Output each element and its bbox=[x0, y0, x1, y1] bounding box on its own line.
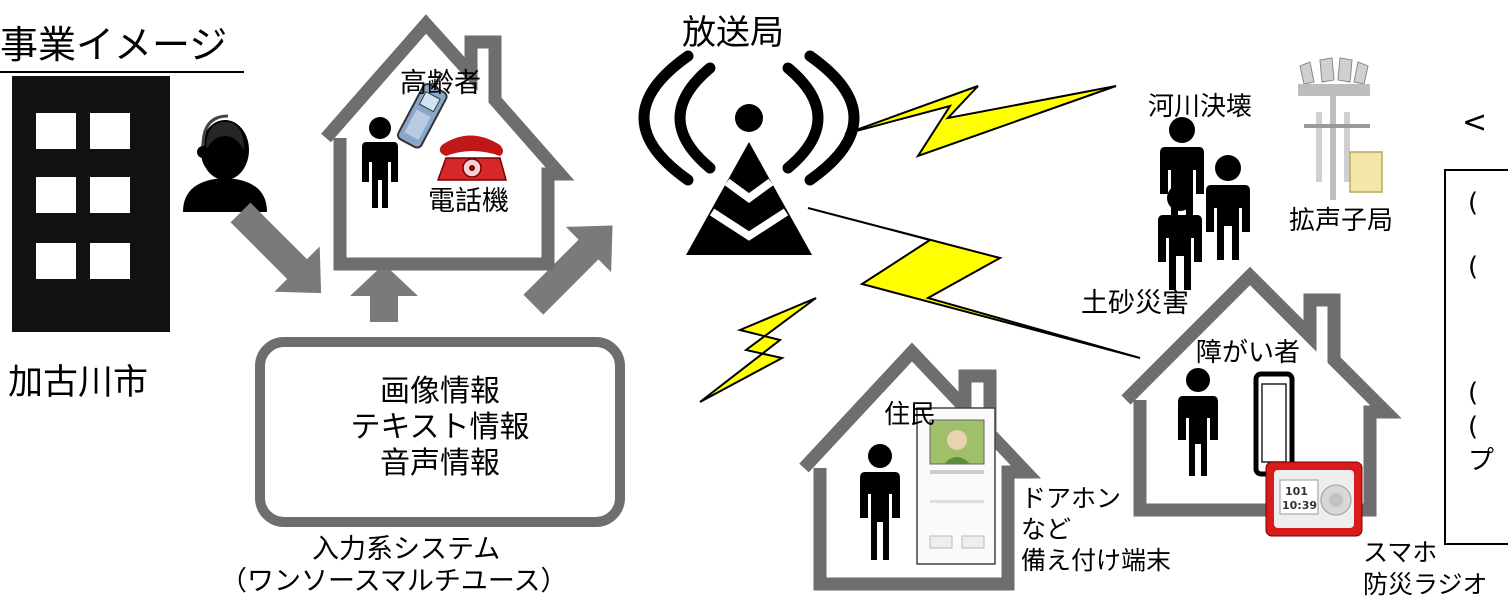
radio-label: 防災ラジオ bbox=[1363, 570, 1488, 599]
right-panel-bullet-3: ( bbox=[1468, 378, 1479, 408]
device-label-line3: 備え付け端末 bbox=[1021, 546, 1172, 575]
page-title: 事業イメージ bbox=[0, 23, 228, 67]
input-system-text: 画像情報 テキスト情報 音声情報 bbox=[265, 374, 615, 482]
disabled-label: 障がい者 bbox=[1196, 338, 1301, 368]
telephone-label: 電話機 bbox=[428, 186, 509, 217]
right-panel-box bbox=[1444, 169, 1508, 545]
broadcast-tower-icon bbox=[638, 50, 860, 255]
device-label-line1: ドアホン bbox=[1021, 484, 1122, 513]
elderly-label: 高齢者 bbox=[400, 68, 481, 99]
lightning-to-river bbox=[844, 85, 1117, 158]
door-intercom-icon bbox=[916, 407, 996, 565]
input-system-caption: 入力系システム bbox=[312, 534, 501, 565]
disabled-person-icon bbox=[1178, 368, 1218, 476]
right-panel-bullet-4: ( bbox=[1468, 412, 1479, 442]
smartphone-icon bbox=[1253, 371, 1295, 477]
right-panel-heading: < bbox=[1462, 105, 1488, 140]
landslide-label: 土砂災害 bbox=[1081, 288, 1189, 319]
input-line-text: テキスト情報 bbox=[350, 410, 530, 445]
right-panel-bullet-2: ( bbox=[1468, 252, 1479, 282]
radio-display-channel: 101 bbox=[1285, 485, 1308, 498]
elderly-house-icon bbox=[321, 14, 575, 271]
radio-icon bbox=[1265, 461, 1363, 537]
city-label: 加古川市 bbox=[8, 363, 149, 403]
lightning-to-disabled bbox=[807, 207, 1141, 359]
right-panel-bullet-5: プ bbox=[1468, 446, 1495, 476]
arrow-city-to-input bbox=[230, 202, 322, 294]
input-line-audio: 音声情報 bbox=[380, 446, 500, 481]
arrow-input-to-elderly bbox=[350, 264, 418, 322]
elderly-person-icon bbox=[362, 117, 398, 208]
speaker-tower-icon bbox=[1298, 57, 1383, 200]
right-panel-bullet-1: ( bbox=[1468, 188, 1479, 218]
rotary-phone-icon bbox=[436, 135, 507, 181]
operator-icon bbox=[183, 114, 267, 212]
device-label-line2: など bbox=[1021, 515, 1072, 544]
broadcast-label: 放送局 bbox=[682, 13, 784, 53]
smartphone-label: スマホ bbox=[1363, 538, 1438, 567]
resident-label: 住民 bbox=[884, 400, 937, 430]
arrow-input-to-broadcast bbox=[523, 225, 613, 315]
speaker-station-label: 拡声子局 bbox=[1289, 206, 1394, 236]
city-building-icon bbox=[12, 76, 170, 332]
mobile-phone-icon bbox=[397, 72, 448, 149]
input-line-image: 画像情報 bbox=[380, 374, 500, 409]
input-system-subcaption: （ワンソースマルチユース） bbox=[220, 566, 568, 597]
people-group-icon bbox=[1158, 117, 1250, 290]
resident-person-icon bbox=[860, 444, 900, 560]
river-label: 河川決壊 bbox=[1148, 92, 1253, 122]
lightning-to-resident bbox=[699, 297, 817, 403]
radio-display-time: 10:39 bbox=[1282, 499, 1318, 512]
input-system-box bbox=[255, 337, 625, 527]
